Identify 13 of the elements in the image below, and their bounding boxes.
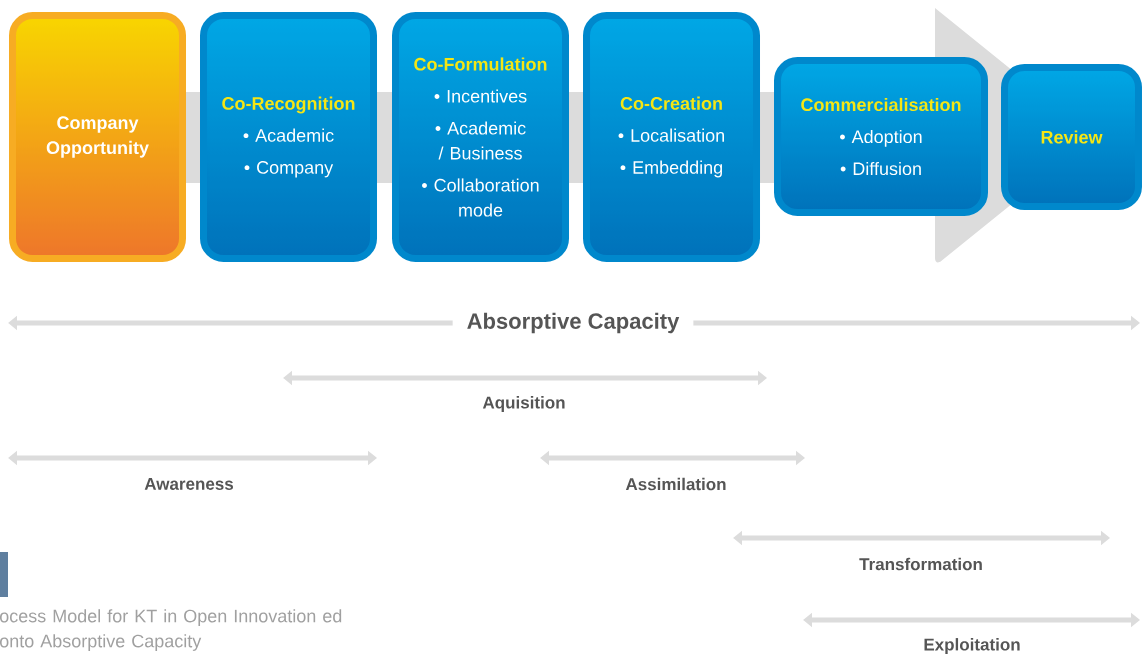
step-box: Co-Recognition • Academic • Company xyxy=(200,12,377,262)
step-box: Co-Creation • Localisation • Embedding xyxy=(583,12,760,262)
scale-label: Exploitation xyxy=(924,638,1020,654)
scale-label: Awareness xyxy=(144,478,234,490)
scale-label: Absorptive Capacity xyxy=(452,309,694,337)
scale-label: Assimilation xyxy=(625,477,726,491)
step-box: Review xyxy=(1001,64,1142,210)
scale-label: Transformation xyxy=(859,557,982,571)
step-box: Co-Formulation • Incentives • Academic / Business • Collaboration mode xyxy=(392,12,569,262)
caption: ocess Model for KT in Open Innovation ed onto Absorptive Capacity xyxy=(0,609,342,651)
scale-label: Aquisition xyxy=(482,396,565,412)
step-box: Company Opportunity xyxy=(9,12,186,262)
step-box: Commercialisation • Adoption • Diffusion xyxy=(774,57,988,216)
